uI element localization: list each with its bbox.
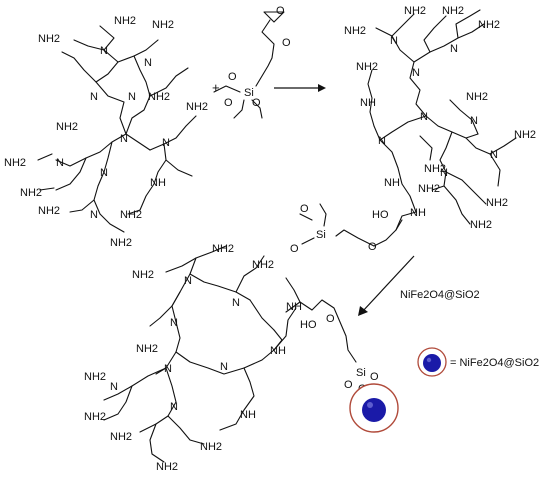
amine-label: NH2 [148, 91, 170, 103]
ether-oxygen-label: O [282, 37, 291, 49]
functionalized-dendrimer [299, 9, 517, 247]
amine-label: NH2 [424, 163, 446, 175]
tertiary-amine-label: N [450, 43, 458, 55]
methoxy-oxygen-label: O [300, 203, 309, 215]
tertiary-amine-label: N [490, 149, 498, 161]
amine-label: NH2 [120, 209, 142, 221]
legend: = NiFe2O4@SiO2 [417, 347, 539, 377]
tertiary-amine-label: N [170, 401, 178, 413]
amine-label: NH2 [4, 157, 26, 169]
epoxy-silane-reactant [213, 11, 285, 119]
amine-label: NH2 [418, 183, 440, 195]
legend-ferrite-core [423, 354, 441, 372]
amine-label: NH2 [38, 205, 60, 217]
amine-label: NH2 [114, 15, 136, 27]
amine-label: NH2 [56, 121, 78, 133]
reaction-arrow-1 [274, 84, 326, 92]
amine-label: NH2 [84, 371, 106, 383]
amine-label: NH2 [514, 129, 536, 141]
plus-sign: + [212, 80, 220, 95]
secondary-amine-label: NH [150, 177, 166, 189]
tertiary-amine-label: N [144, 57, 152, 69]
tertiary-amine-label: N [90, 209, 98, 221]
secondary-amine-label: NH [410, 207, 426, 219]
amine-label: NH2 [132, 269, 154, 281]
reagent-label: NiFe2O4@SiO2 [400, 289, 480, 301]
tertiary-amine-label: N [420, 111, 428, 123]
amine-label: NH2 [152, 19, 174, 31]
siloxane-oxygen-label: O [344, 379, 353, 391]
amine-label: NH2 [38, 33, 60, 45]
tertiary-amine-label: N [90, 91, 98, 103]
amine-label: NH2 [344, 25, 366, 37]
reaction-arrow-2 [358, 255, 415, 316]
epoxy-silane-labels: O O Si O O O [224, 5, 291, 109]
tertiary-amine-label: N [232, 297, 240, 309]
tertiary-amine-label: N [378, 135, 386, 147]
methoxy-oxygen-label: O [290, 243, 299, 255]
tertiary-amine-label: N [162, 137, 170, 149]
immobilized-dendrimer-labels: NH2 NH2 NH2 N N NH HO O N NH2 NH NH2 N N… [84, 243, 379, 473]
ether-oxygen-label: O [326, 313, 335, 325]
amine-label: NH2 [442, 5, 464, 17]
immobilized-dendrimer [103, 245, 357, 463]
secondary-amine-label: NH [286, 301, 302, 313]
tertiary-amine-label: N [164, 363, 172, 375]
tertiary-amine-label: N [100, 45, 108, 57]
amine-label: NH2 [212, 243, 234, 255]
tertiary-amine-label: N [412, 67, 420, 79]
amine-label: NH2 [356, 61, 378, 73]
methoxy-oxygen-label: O [252, 97, 261, 109]
attached-nanoparticle [349, 383, 399, 433]
amine-label: NH2 [136, 343, 158, 355]
secondary-amine-label: NH [240, 409, 256, 421]
amine-label: NH2 [486, 197, 508, 209]
amine-label: NH2 [478, 19, 500, 31]
amine-label: NH2 [20, 187, 42, 199]
amine-label: NH2 [110, 237, 132, 249]
tertiary-amine-label: N [110, 381, 118, 393]
silicon-label: Si [356, 367, 366, 379]
secondary-amine-label: NH [384, 177, 400, 189]
ether-oxygen-label: O [368, 241, 377, 253]
amine-label: NH2 [200, 441, 222, 453]
dendrimer-reactant-labels: NH2 NH2 NH2 N N N N NH2 NH2 NH2 N N NH2 … [4, 15, 208, 249]
methoxy-oxygen-label: O [224, 97, 233, 109]
functionalized-dendrimer-labels: NH2 NH2 NH2 NH2 N N N NH2 NH NH2 N N NH2… [290, 5, 536, 255]
tertiary-amine-label: N [220, 361, 228, 373]
amine-label: NH2 [156, 461, 178, 473]
amine-label: NH2 [252, 259, 274, 271]
hydroxyl-label: HO [300, 319, 317, 331]
tertiary-amine-label: N [120, 133, 128, 145]
tertiary-amine-label: N [470, 115, 478, 127]
amine-label: NH2 [186, 101, 208, 113]
tertiary-amine-label: N [56, 157, 64, 169]
tertiary-amine-label: N [440, 167, 448, 179]
tertiary-amine-label: N [128, 91, 136, 103]
amine-label: NH2 [404, 5, 426, 17]
epoxide-oxygen-label: O [276, 5, 285, 17]
hydroxyl-label: HO [372, 209, 389, 221]
secondary-amine-label: NH [360, 97, 376, 109]
amine-label: NH2 [470, 219, 492, 231]
ferrite-core [362, 398, 386, 422]
tertiary-amine-label: N [390, 35, 398, 47]
legend-label: = NiFe2O4@SiO2 [450, 357, 539, 369]
amine-label: NH2 [110, 431, 132, 443]
amine-label: NH2 [466, 91, 488, 103]
silicon-label: Si [316, 229, 326, 241]
silicon-label: Si [244, 87, 254, 99]
methoxy-oxygen-label: O [228, 71, 237, 83]
tertiary-amine-label: N [100, 167, 108, 179]
secondary-amine-label: NH [270, 345, 286, 357]
dendrimer-reactant [37, 25, 197, 233]
siloxane-oxygen-label: O [370, 371, 379, 383]
tertiary-amine-label: N [170, 317, 178, 329]
amine-label: NH2 [84, 411, 106, 423]
tertiary-amine-label: N [184, 275, 192, 287]
